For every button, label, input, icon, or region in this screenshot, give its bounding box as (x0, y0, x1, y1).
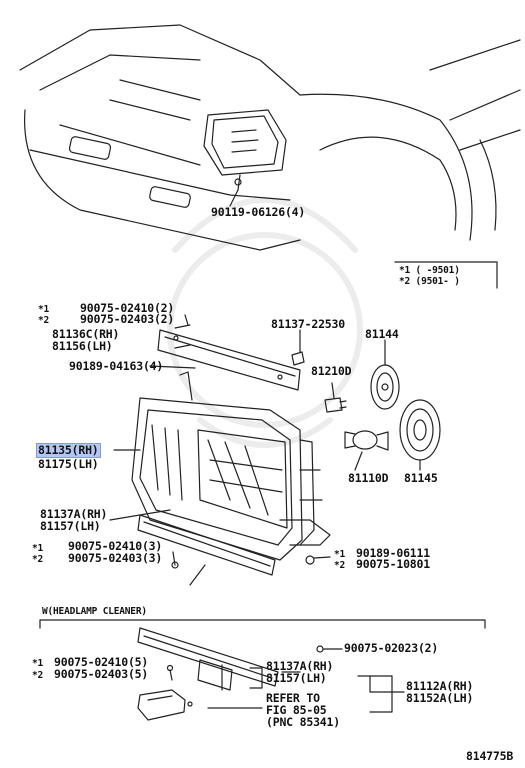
part-90119-06126: 90119-06126(4) (211, 205, 306, 219)
symbol-star2: *2 (38, 315, 50, 326)
cleaner-moulding (137, 627, 279, 691)
lower-moulding (137, 514, 276, 576)
headlamp-cleaner-title: W(HEADLAMP CLEANER) (42, 606, 147, 617)
part-81152A: 81152A(LH) (406, 691, 474, 705)
part-90075-10801: 90075-10801 (356, 557, 430, 571)
part-81210D: 81210D (311, 364, 352, 378)
cleaner-bracket (39, 619, 486, 629)
part-90075-02410: 90075-02410(2) (80, 301, 175, 315)
part-81112A: 81112A(RH) (406, 679, 474, 693)
part-90189-06111: 90189-06111 (356, 546, 430, 560)
watermark-emblem (167, 197, 363, 448)
symbol-star1: *1 (334, 549, 346, 560)
refer-line-3: (PNC 85341) (266, 715, 340, 729)
symbol-star1: *1 (32, 543, 44, 554)
part-81157: 81157(LH) (266, 671, 327, 685)
part-81137-22530: 81137-22530 (271, 317, 345, 331)
part-90189-04163: 90189-04163(4) (69, 359, 164, 373)
part-81136C: 81136C(RH) (52, 327, 120, 341)
bulb-81210D (324, 397, 347, 413)
refer-line-2: FIG 85-05 (266, 703, 327, 717)
clearance-lamp (203, 109, 287, 191)
symbol-star2: *2 (334, 560, 346, 571)
symbol-star2: *2 (32, 554, 44, 565)
part-81175: 81175(LH) (38, 457, 99, 471)
part-81157: 81157(LH) (40, 519, 101, 533)
symbol-star1: *1 (32, 658, 44, 669)
figure-number: 814775B (466, 749, 514, 763)
part-90075-02410: 90075-02410(5) (54, 655, 149, 669)
legend-row-1: *1 ( -9501) (399, 265, 460, 276)
symbol-star1: *1 (38, 304, 50, 315)
symbol-star2: *2 (32, 670, 44, 681)
socket-81144 (370, 364, 400, 410)
upper-bracket (157, 329, 301, 391)
part-90075-02403: 90075-02403(3) (68, 551, 163, 565)
part-90075-02023: 90075-02023(2) (344, 641, 439, 655)
part-81110D: 81110D (348, 471, 389, 485)
part-90075-02403: 90075-02403(5) (54, 667, 149, 681)
cleaner-nozzle (137, 689, 193, 721)
legend-row-2: *2 (9501- ) (399, 276, 460, 287)
refer-line-1: REFER TO (266, 691, 320, 705)
socket-81145 (399, 399, 441, 461)
legend-box (394, 261, 498, 289)
part-81145: 81145 (404, 471, 438, 485)
part-81156: 81156(LH) (52, 339, 113, 353)
part-81144: 81144 (365, 327, 399, 341)
part-81137A: 81137A(RH) (40, 507, 108, 521)
part-90075-02410: 90075-02410(3) (68, 539, 163, 553)
clip (291, 351, 305, 366)
part-81137A: 81137A(RH) (266, 659, 334, 673)
vehicle-front-body (19, 24, 521, 251)
headlamp-assembly (131, 371, 331, 561)
part-81135-highlighted[interactable]: 81135(RH) (36, 443, 101, 458)
bulb-81110D (344, 430, 389, 451)
part-90075-02403: 90075-02403(2) (80, 312, 175, 326)
